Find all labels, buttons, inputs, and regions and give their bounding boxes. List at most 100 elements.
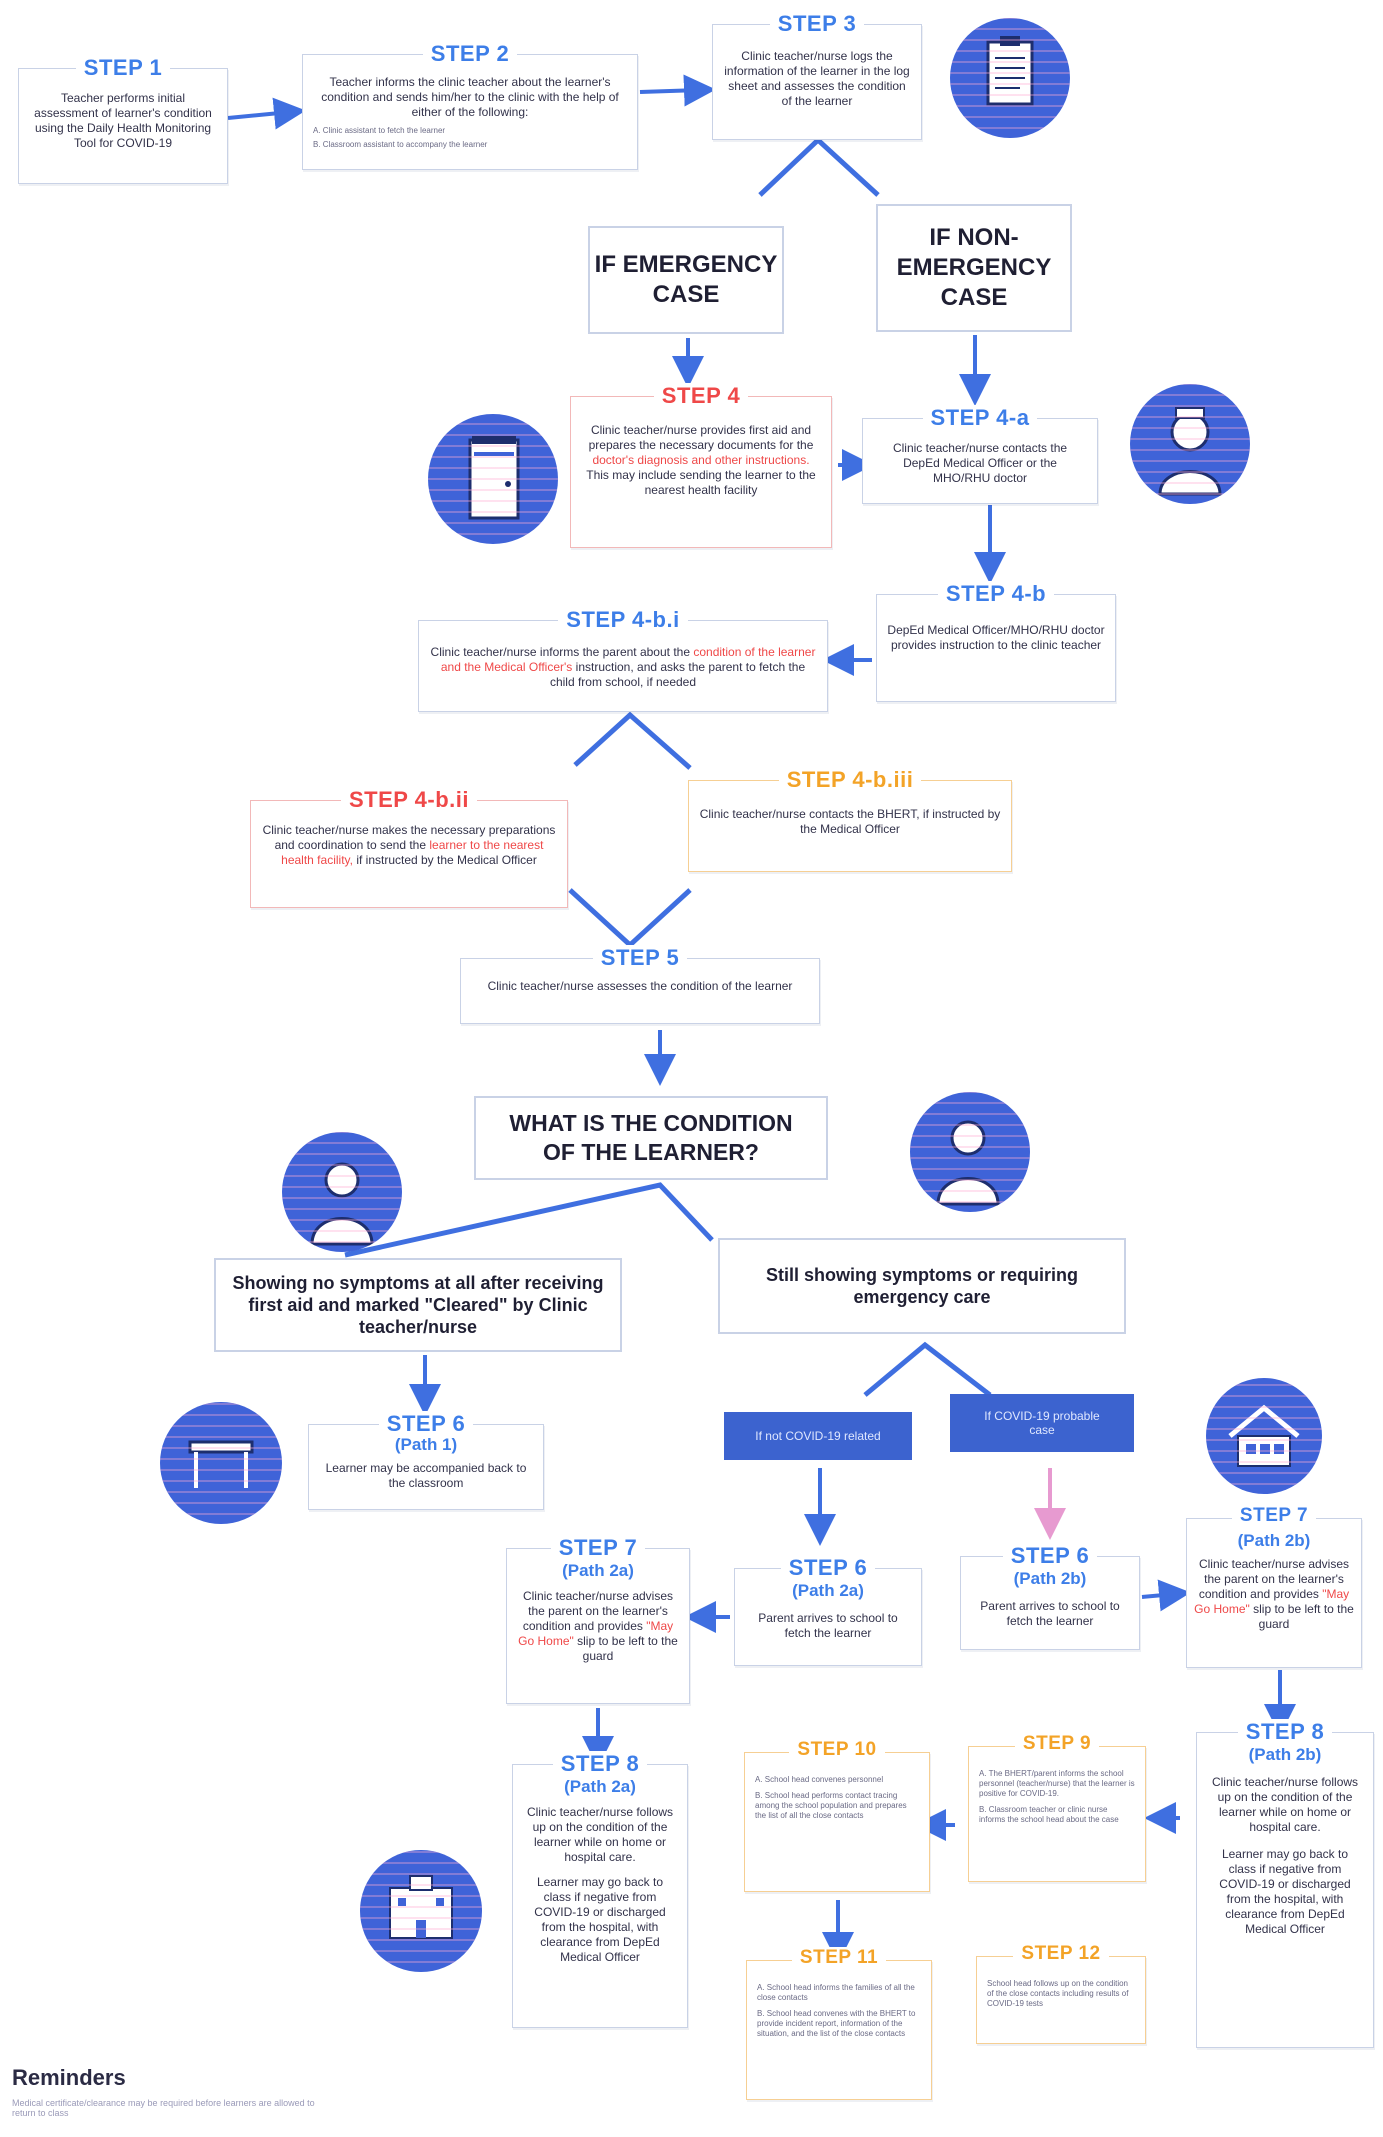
step-4bi-text-2: instruction, and asks the parent to fetc…	[549, 660, 806, 689]
step-6-path2b-title: STEP 6	[1002, 1543, 1098, 1568]
step-12-title: STEP 12	[1013, 1943, 1109, 1964]
step-6-path1-box: STEP 6 (Path 1) Learner may be accompani…	[308, 1411, 544, 1510]
step-8-path2a-box: STEP 8 (Path 2a) Clinic teacher/nurse fo…	[512, 1751, 688, 2028]
step-8-path2b-text: Clinic teacher/nurse follows up on the c…	[1211, 1775, 1359, 1834]
step-7-path2b-text-1: Clinic teacher/nurse advises the parent …	[1198, 1557, 1350, 1601]
no-symptoms-label: Showing no symptoms at all after receivi…	[232, 1273, 604, 1337]
step-4biii-title: STEP 4-b.iii	[778, 767, 922, 792]
step-3-title: STEP 3	[769, 11, 865, 36]
step-7-path2a-box: STEP 7 (Path 2a) Clinic teacher/nurse ad…	[506, 1535, 690, 1704]
step-1-box: STEP 1 Teacher performs initial assessme…	[18, 55, 228, 184]
step-6-path1-title: STEP 6	[378, 1411, 474, 1436]
step-6-path2b-box: STEP 6 (Path 2b) Parent arrives to schoo…	[960, 1543, 1140, 1650]
branch-question	[344, 1182, 714, 1258]
step-8-path2a-sub: (Path 2a)	[564, 1777, 636, 1796]
step-7-path2b-text-highlight: "May Go Home"	[1194, 1587, 1350, 1616]
step-5-box: STEP 5 Clinic teacher/nurse assesses the…	[460, 945, 820, 1024]
step-1-title: STEP 1	[75, 55, 171, 80]
step-7-path2b-box: STEP 7 (Path 2b) Clinic teacher/nurse ad…	[1186, 1505, 1362, 1668]
emergency-case-label: IF EMERGENCY CASE	[594, 251, 778, 308]
step-10-box: STEP 10 A. School head convenes personne…	[744, 1739, 930, 1892]
step-6-path2b-sub: (Path 2b)	[1013, 1569, 1087, 1588]
arrow-step1-step2	[227, 97, 306, 130]
step-4bii-title: STEP 4-b.ii	[340, 787, 477, 812]
step-4-text-2: This may include sending the learner to …	[586, 468, 816, 497]
step-4b-text: DepEd Medical Officer/MHO/RHU doctor pro…	[887, 623, 1105, 652]
step-4a-box: STEP 4-a Clinic teacher/nurse contacts t…	[862, 405, 1098, 504]
step-4bii-text-2: if instructed by the Medical Officer	[356, 853, 537, 867]
arrow-step6p2b-step7p2b	[1141, 1579, 1191, 1612]
condition-question-box: WHAT IS THE CONDITION OF THE LEARNER?	[474, 1096, 828, 1180]
step-7-path2b-title: STEP 7	[1231, 1505, 1317, 1526]
step-8-path2a-text: Clinic teacher/nurse follows up on the c…	[526, 1805, 674, 1864]
step-2-text: Teacher informs the clinic teacher about…	[321, 75, 619, 119]
step-9-item-b: B. Classroom teacher or clinic nurse inf…	[979, 1805, 1119, 1824]
arrow-step2-step3	[639, 74, 716, 107]
step-11-item-b: B. School head convenes with the BHERT t…	[757, 2009, 916, 2038]
step-4-text: Clinic teacher/nurse provides first aid …	[571, 423, 831, 498]
step-6-path2a-title: STEP 6	[780, 1555, 876, 1580]
teacher-icon	[282, 1132, 402, 1252]
learner-icon	[910, 1092, 1030, 1212]
branch-step4bi	[573, 711, 692, 770]
step-7-path2b-text: Clinic teacher/nurse advises the parent …	[1187, 1557, 1361, 1632]
step-4-text-1: Clinic teacher/nurse provides first aid …	[588, 423, 814, 452]
step-7-path2b-sub: (Path 2b)	[1237, 1531, 1311, 1550]
step-7-path2a-text-1: Clinic teacher/nurse advises the parent …	[522, 1589, 674, 1633]
step-5-text: Clinic teacher/nurse assesses the condit…	[487, 979, 793, 993]
step-3-text: Clinic teacher/nurse logs the informatio…	[724, 49, 910, 108]
step-10-title: STEP 10	[789, 1739, 885, 1760]
classroom-desk-icon	[160, 1402, 282, 1524]
step-9-title: STEP 9	[1014, 1733, 1100, 1754]
step-8-path2b-box: STEP 8 (Path 2b) Clinic teacher/nurse fo…	[1196, 1719, 1374, 2048]
step-6-path2b-text: Parent arrives to school to fetch the le…	[980, 1599, 1120, 1628]
covid-probable-label: If COVID-19 probable case	[984, 1409, 1100, 1437]
step-4biii-box: STEP 4-b.iii Clinic teacher/nurse contac…	[688, 767, 1012, 872]
step-7-path2a-title: STEP 7	[550, 1535, 646, 1560]
step-6-path1-text: Learner may be accompanied back to the c…	[325, 1461, 527, 1490]
step-8-path2b-text-2: Learner may go back to class if negative…	[1219, 1847, 1351, 1936]
step-11-title: STEP 11	[791, 1947, 887, 1968]
step-4-box: STEP 4 Clinic teacher/nurse provides fir…	[570, 383, 832, 548]
not-covid-label: If not COVID-19 related	[755, 1429, 881, 1443]
step-8-path2b-title: STEP 8	[1237, 1719, 1333, 1744]
merge-step5	[568, 888, 692, 949]
branch-step3	[758, 136, 880, 197]
branch-symptoms	[863, 1341, 992, 1397]
non-emergency-case-box: IF NON-EMERGENCY CASE	[876, 204, 1072, 332]
step-5-title: STEP 5	[592, 945, 688, 970]
step-2-option-b: B. Classroom assistant to accompany the …	[313, 140, 488, 149]
emergency-case-box: IF EMERGENCY CASE	[588, 226, 784, 334]
hospital-icon	[360, 1850, 482, 1972]
step-6-path2a-box: STEP 6 (Path 2a) Parent arrives to schoo…	[734, 1555, 922, 1666]
still-symptoms-box: Still showing symptoms or requiring emer…	[718, 1238, 1126, 1334]
step-8-path2b-sub: (Path 2b)	[1248, 1745, 1322, 1764]
step-4bi-text-1: Clinic teacher/nurse informs the parent …	[430, 645, 691, 659]
step-6-path1-sub: (Path 1)	[394, 1435, 458, 1454]
step-4-title: STEP 4	[653, 383, 749, 408]
step-12-text: School head follows up on the condition …	[987, 1979, 1129, 2008]
step-7-path2a-text-2: slip to be left to the guard	[577, 1634, 678, 1663]
step-7-path2a-sub: (Path 2a)	[562, 1561, 634, 1580]
step-2-title: STEP 2	[422, 41, 518, 66]
step-4bii-text-1: Clinic teacher/nurse makes the necessary…	[262, 823, 556, 852]
still-symptoms-label: Still showing symptoms or requiring emer…	[765, 1265, 1079, 1307]
step-10-item-a: A. School head convenes personnel	[755, 1775, 884, 1784]
step-4bii-text-highlight: learner to the nearest health facility,	[281, 838, 544, 867]
step-6-path2a-sub: (Path 2a)	[792, 1581, 864, 1600]
step-4-text-highlight: doctor's diagnosis and other instruction…	[592, 453, 810, 467]
step-4a-text: Clinic teacher/nurse contacts the DepEd …	[892, 441, 1068, 485]
step-8-path2a-text-2: Learner may go back to class if negative…	[534, 1875, 666, 1964]
reminders-title: Reminders	[12, 2065, 126, 2090]
step-12-box: STEP 12 School head follows up on the co…	[976, 1943, 1146, 2044]
step-9-item-a: A. The BHERT/parent informs the school p…	[979, 1769, 1135, 1798]
step-4biii-text: Clinic teacher/nurse contacts the BHERT,…	[699, 807, 1001, 836]
condition-question-label: WHAT IS THE CONDITION OF THE LEARNER?	[509, 1110, 793, 1165]
non-emergency-case-label: IF NON-EMERGENCY CASE	[896, 224, 1052, 311]
step-11-item-a: A. School head informs the families of a…	[757, 1983, 915, 2002]
nurse-icon	[1130, 384, 1250, 504]
step-3-box: STEP 3 Clinic teacher/nurse logs the inf…	[712, 11, 922, 140]
step-4bi-box: STEP 4-b.i Clinic teacher/nurse informs …	[418, 607, 828, 712]
covid-probable-bar: If COVID-19 probable case	[950, 1394, 1134, 1452]
